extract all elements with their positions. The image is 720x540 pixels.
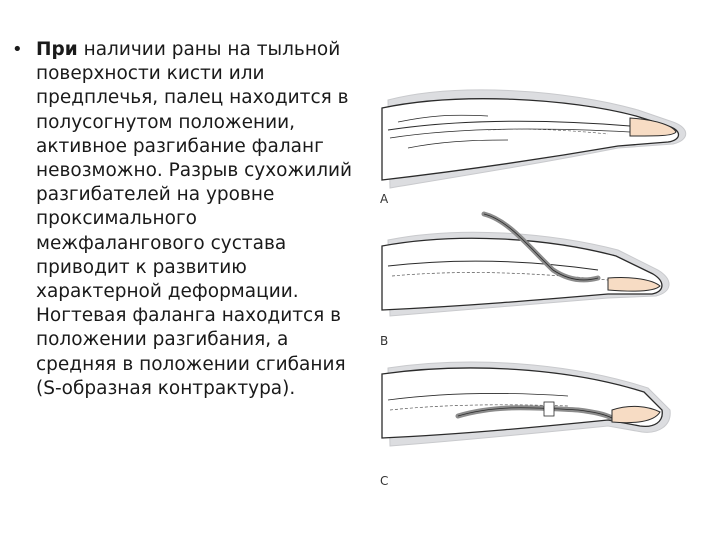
bullet-item: • При наличии раны на тыльной поверхност… bbox=[12, 38, 362, 401]
figure-label-c: C bbox=[380, 474, 389, 488]
bullet-body: наличии раны на тыльной поверхности кист… bbox=[36, 39, 353, 399]
finger-tendon-illustration: A B C bbox=[368, 70, 718, 510]
finger-diagram-svg bbox=[381, 89, 687, 447]
finger-panel-c bbox=[381, 361, 671, 447]
bullet-lead-word: При bbox=[36, 39, 78, 60]
bullet-icon: • bbox=[12, 39, 23, 60]
finger-panel-b bbox=[381, 211, 670, 317]
bullet-list: • При наличии раны на тыльной поверхност… bbox=[12, 38, 362, 401]
figure-label-b: B bbox=[380, 334, 389, 348]
bullet-paragraph: При наличии раны на тыльной поверхности … bbox=[36, 38, 362, 401]
figure-label-a: A bbox=[380, 192, 389, 206]
finger-panel-a bbox=[381, 89, 687, 189]
